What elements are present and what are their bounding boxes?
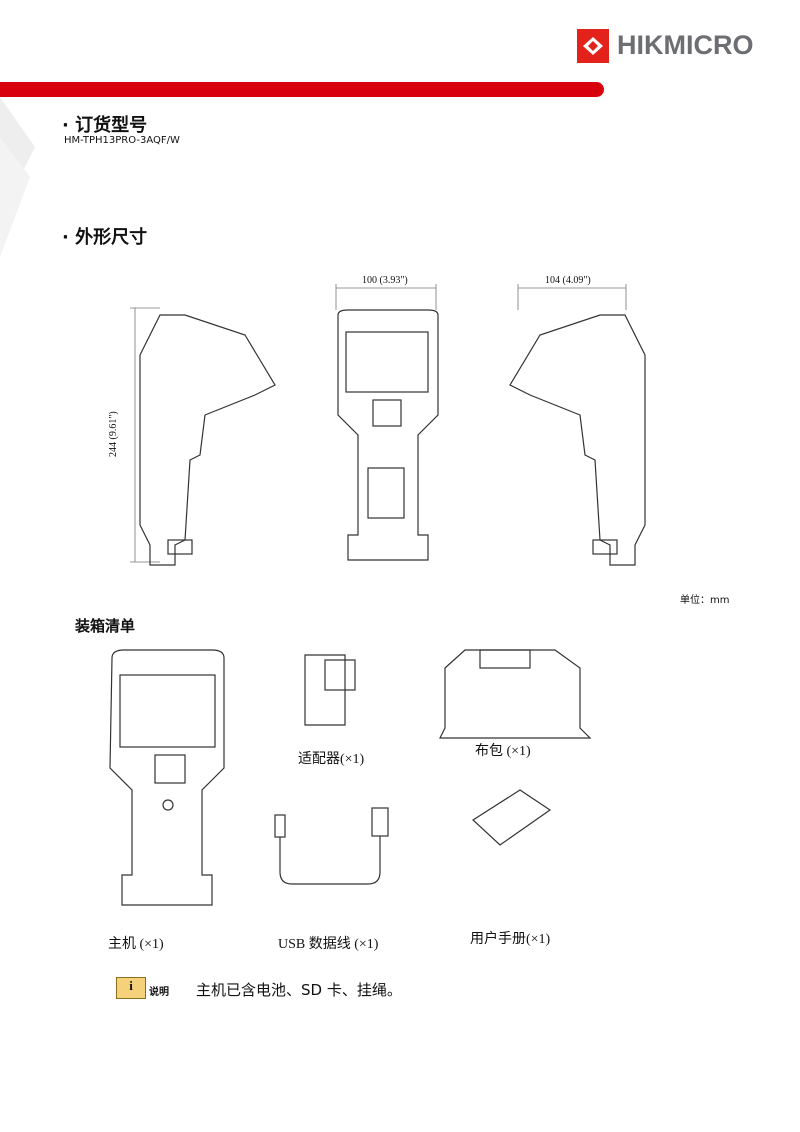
depth-dimension: 104 (4.09") <box>545 275 591 286</box>
cloth-bag <box>439 649 592 739</box>
front-view <box>335 284 439 561</box>
dimensions-heading: · 外形尺寸 <box>62 227 148 248</box>
unit-label: 单位：mm <box>680 595 730 606</box>
item-device: 主机 (×1) <box>108 937 164 952</box>
side-view-left <box>130 307 276 566</box>
note-text: 主机已含电池、SD 卡、挂绳。 <box>196 981 402 999</box>
item-usb-cable: USB 数据线 (×1) <box>278 937 379 952</box>
header-bar <box>0 82 604 97</box>
order-heading: · 订货型号 <box>62 115 148 136</box>
brand-name: HIKMICRO <box>617 30 754 60</box>
model-number: HM-TPH13PRO-3AQF/W <box>64 135 180 146</box>
packing-heading: 装箱清单 <box>75 617 136 635</box>
item-manual: 用户手册(×1) <box>470 932 551 947</box>
dimension-drawings <box>130 284 646 566</box>
user-manual <box>472 789 552 846</box>
width-dimension: 100 (3.93") <box>362 275 408 286</box>
height-dimension: 244 (9.61") <box>108 411 119 457</box>
device-front <box>109 649 225 906</box>
packing-drawings <box>109 649 592 906</box>
brand-logo-icon <box>577 29 609 63</box>
side-view-right <box>509 284 646 566</box>
note-label: 说明 <box>149 987 169 998</box>
adapter <box>304 654 356 726</box>
info-book-icon: i <box>116 977 146 999</box>
usb-cable <box>274 807 389 885</box>
item-cloth-bag: 布包 (×1) <box>475 744 531 759</box>
decorative-shards <box>0 97 35 257</box>
item-adapter: 适配器(×1) <box>298 752 365 767</box>
